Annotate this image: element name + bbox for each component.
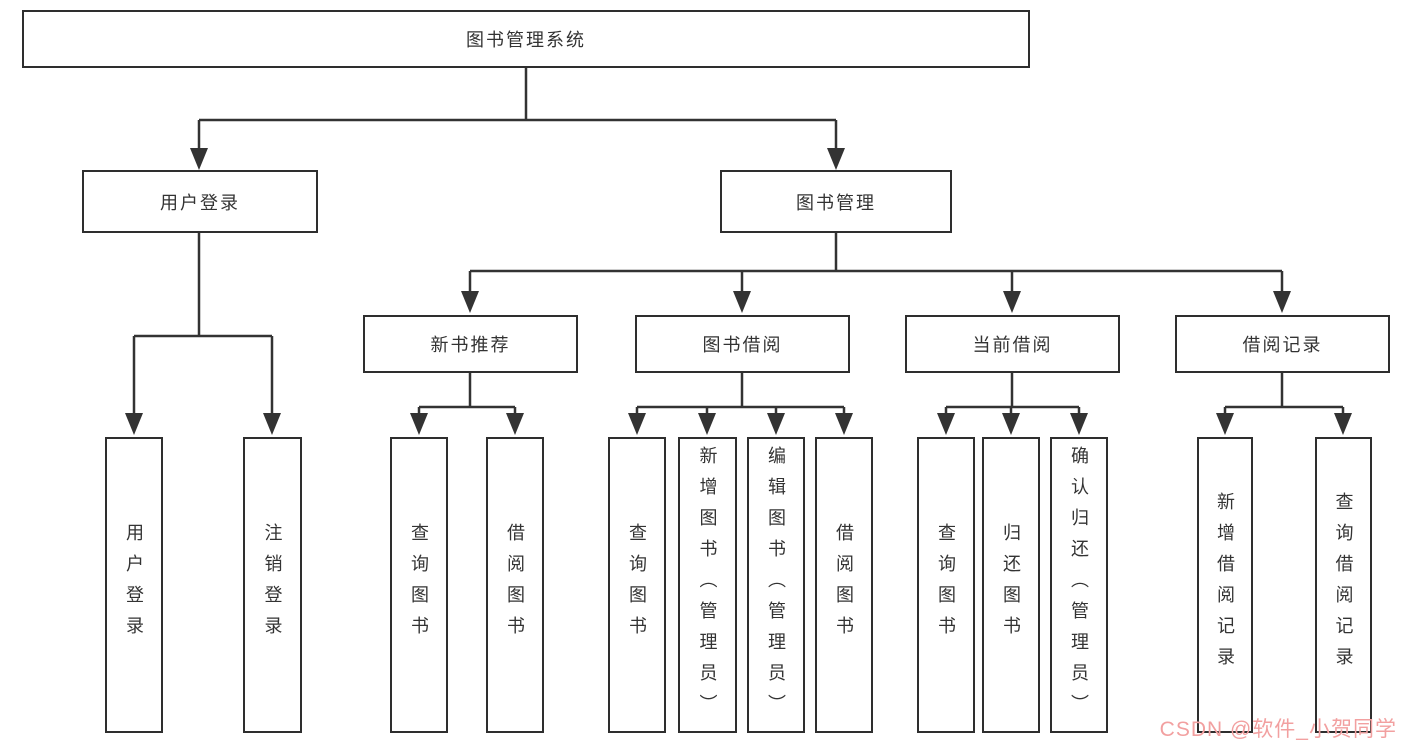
- leaf-current-query-books: 查询图书: [917, 437, 975, 733]
- leaf-borrow-query-books: 查询图书: [608, 437, 666, 733]
- arrowhead: [1216, 413, 1234, 435]
- arrowhead: [628, 413, 646, 435]
- leaf-current-confirm-return-admin: 确认归还（管理员）: [1050, 437, 1108, 733]
- arrowhead: [1070, 413, 1088, 435]
- node-new-book-recommend: 新书推荐: [363, 315, 578, 373]
- leaf-records-add-record: 新增借阅记录: [1197, 437, 1253, 733]
- leaf-borrow-edit-books-admin: 编辑图书（管理员）: [747, 437, 805, 733]
- connector-bookmgmt-to-level3: [468, 233, 1284, 294]
- arrowheads: [125, 148, 1352, 435]
- connector-current-to-leaves: [944, 373, 1081, 416]
- arrowhead: [1273, 291, 1291, 313]
- connector-userlogin-to-leaves: [132, 233, 274, 414]
- node-current-borrow: 当前借阅: [905, 315, 1120, 373]
- node-book-management: 图书管理: [720, 170, 952, 233]
- node-book-borrow: 图书借阅: [635, 315, 850, 373]
- arrowhead: [1003, 291, 1021, 313]
- leaf-user-login: 用户登录: [105, 437, 163, 733]
- leaf-logout: 注销登录: [243, 437, 302, 733]
- leaf-records-query-record: 查询借阅记录: [1315, 437, 1372, 733]
- connector-root-to-level2: [197, 68, 838, 150]
- arrowhead: [1002, 413, 1020, 435]
- leaf-newbook-borrow-books: 借阅图书: [486, 437, 544, 733]
- arrowhead: [827, 148, 845, 170]
- connector-borrow-to-leaves: [635, 373, 846, 416]
- arrowhead: [461, 291, 479, 313]
- node-root: 图书管理系统: [22, 10, 1030, 68]
- arrowhead: [937, 413, 955, 435]
- arrowhead: [263, 413, 281, 435]
- leaf-newbook-query-books: 查询图书: [390, 437, 448, 733]
- arrowhead: [767, 413, 785, 435]
- arrowhead: [835, 413, 853, 435]
- leaf-borrow-borrow-books: 借阅图书: [815, 437, 873, 733]
- arrowhead: [698, 413, 716, 435]
- arrowhead: [733, 291, 751, 313]
- arrowhead: [410, 413, 428, 435]
- connector-records-to-leaves: [1223, 373, 1345, 416]
- node-borrow-records: 借阅记录: [1175, 315, 1390, 373]
- leaf-borrow-add-books-admin: 新增图书（管理员）: [678, 437, 737, 733]
- arrowhead: [1334, 413, 1352, 435]
- leaf-current-return-books: 归还图书: [982, 437, 1040, 733]
- node-user-login: 用户登录: [82, 170, 318, 233]
- arrowhead: [506, 413, 524, 435]
- connector-newbook-to-leaves: [417, 373, 517, 416]
- arrowhead: [125, 413, 143, 435]
- csdn-watermark: CSDN @软件_小贺同学: [1159, 718, 1397, 741]
- arrowhead: [190, 148, 208, 170]
